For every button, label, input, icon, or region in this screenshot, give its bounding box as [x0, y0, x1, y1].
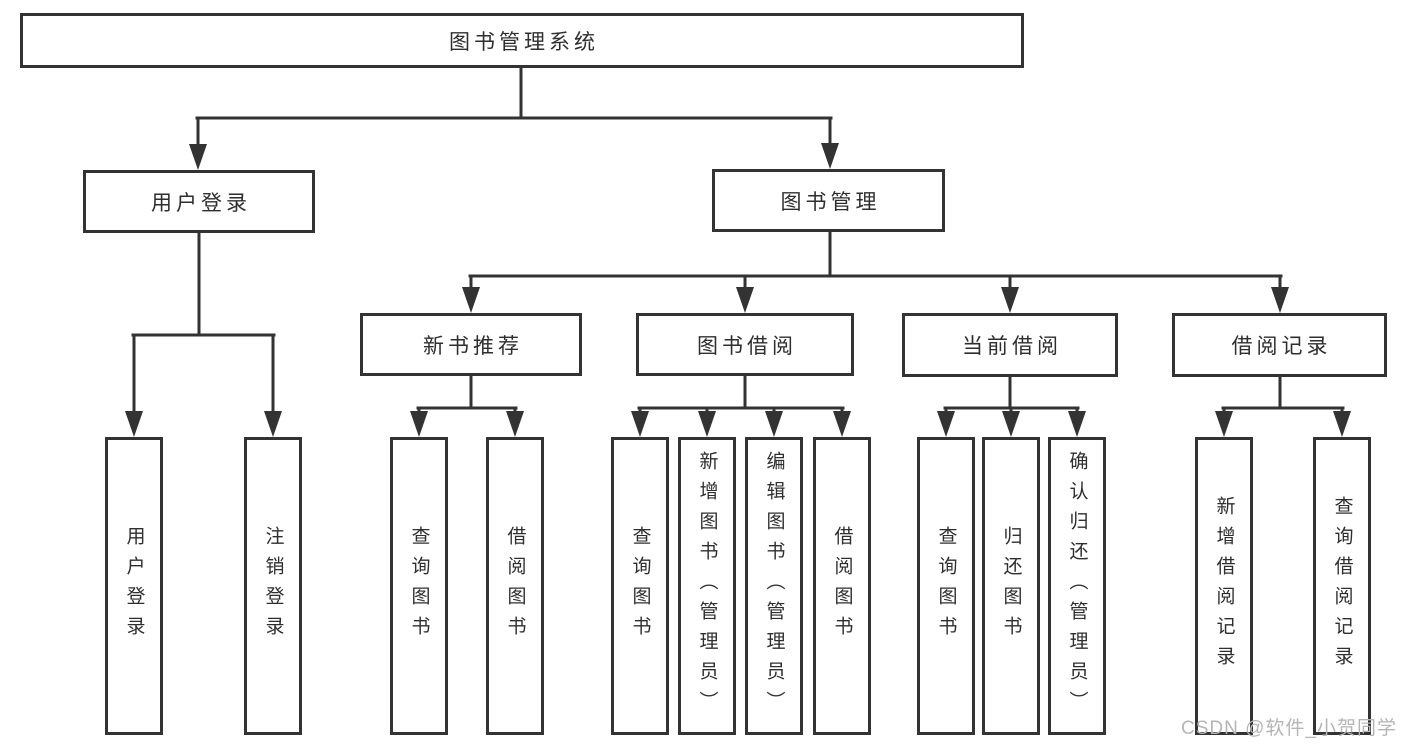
node-label: 图书管理系统 — [449, 30, 599, 54]
node-label: 查询图书 — [629, 526, 651, 646]
leaf-user-login: 用户登录 — [105, 437, 163, 735]
node-label: 查询图书 — [935, 526, 957, 646]
node-label: 新增借阅记录 — [1213, 496, 1235, 676]
node-label: 新书推荐 — [423, 334, 523, 358]
node-label: 注销登录 — [262, 526, 284, 646]
node-label: 借阅图书 — [831, 526, 853, 646]
node-label: 确认归还（管理员） — [1066, 451, 1088, 721]
node-current-borrow: 当前借阅 — [902, 313, 1118, 377]
node-label: 借阅图书 — [504, 526, 526, 646]
node-label: 归还图书 — [1000, 526, 1022, 646]
node-label: 查询图书 — [408, 526, 430, 646]
leaf-edit-book-admin: 编辑图书（管理员） — [745, 437, 803, 735]
leaf-borrow-books: 借阅图书 — [813, 437, 871, 735]
leaf-query-books-recommend: 查询图书 — [390, 437, 448, 735]
node-library-system: 图书管理系统 — [20, 13, 1024, 68]
watermark: CSDN @软件_小贺同学 — [1181, 718, 1397, 739]
leaf-return-book: 归还图书 — [982, 437, 1040, 735]
node-label: 当前借阅 — [962, 335, 1062, 358]
node-label: 查询借阅记录 — [1331, 496, 1353, 676]
node-label: 借阅记录 — [1231, 335, 1332, 358]
leaf-confirm-return-admin: 确认归还（管理员） — [1048, 437, 1106, 735]
node-label: 编辑图书（管理员） — [763, 451, 785, 721]
node-label: 用户登录 — [123, 526, 145, 646]
leaf-query-books-borrow: 查询图书 — [611, 437, 669, 735]
leaf-add-borrow-record: 新增借阅记录 — [1195, 437, 1253, 735]
node-borrow-records: 借阅记录 — [1172, 313, 1387, 377]
leaf-logout: 注销登录 — [244, 437, 302, 735]
leaf-query-borrow-record: 查询借阅记录 — [1313, 437, 1371, 735]
node-new-book-recommend: 新书推荐 — [360, 313, 582, 376]
node-book-borrow: 图书借阅 — [636, 313, 854, 376]
node-user-login: 用户登录 — [83, 170, 315, 233]
node-label: 图书管理 — [780, 190, 881, 214]
leaf-add-book-admin: 新增图书（管理员） — [678, 437, 736, 735]
leaf-borrow-books-recommend: 借阅图书 — [486, 437, 544, 735]
node-label: 图书借阅 — [697, 334, 797, 358]
node-label: 用户登录 — [151, 191, 251, 215]
node-label: 新增图书（管理员） — [696, 451, 718, 721]
leaf-query-books-current: 查询图书 — [917, 437, 975, 735]
node-book-management: 图书管理 — [712, 169, 945, 232]
